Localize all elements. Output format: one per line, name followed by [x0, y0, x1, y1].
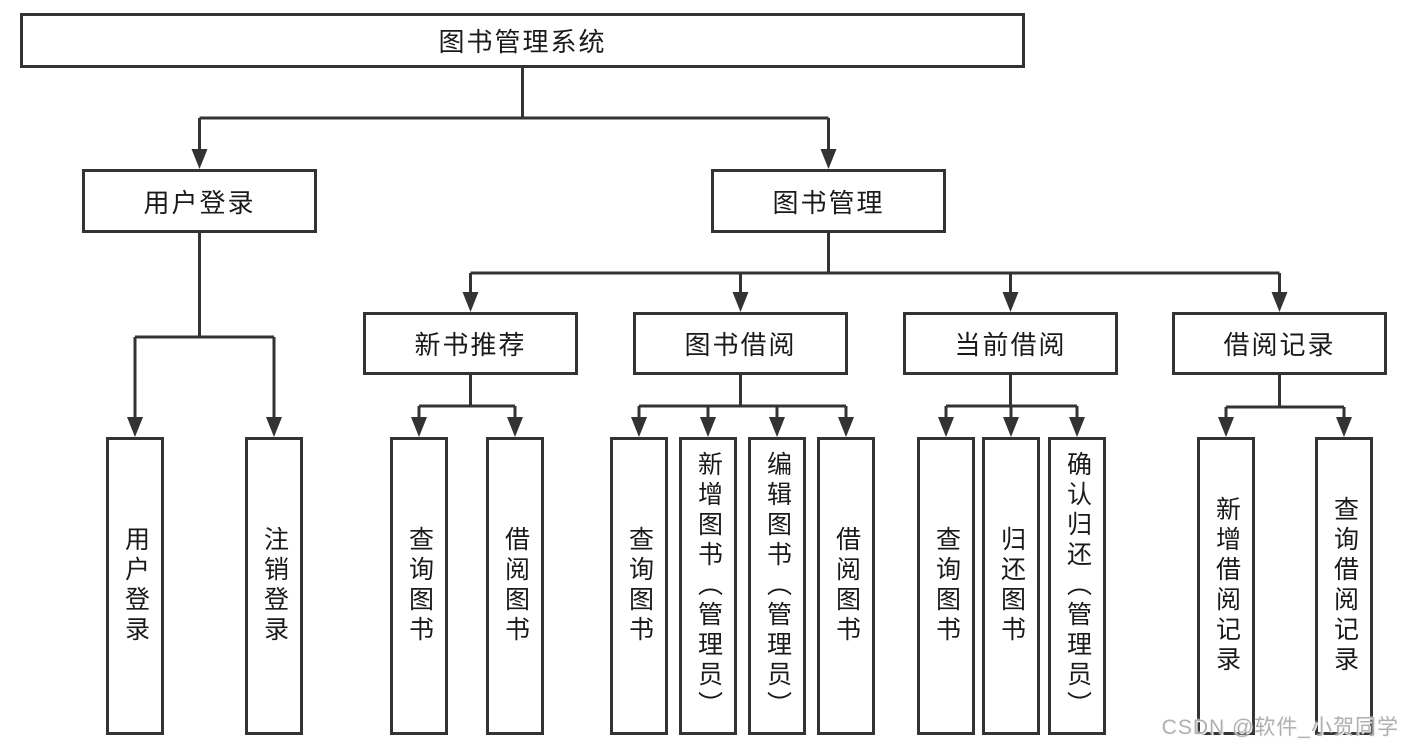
leaf-borrow-books-recommend-label: 借阅图书	[501, 526, 530, 646]
node-new-book-recommend-label: 新书推荐	[414, 330, 527, 360]
leaf-add-book-admin: 新增图书（管理员）	[679, 437, 737, 735]
leaf-query-books-recommend-label: 查询图书	[405, 526, 434, 646]
leaf-query-borrow-record: 查询借阅记录	[1315, 437, 1373, 735]
node-book-borrow-label: 图书借阅	[684, 330, 797, 360]
node-book-management: 图书管理	[711, 169, 946, 233]
node-user-login-label: 用户登录	[143, 187, 256, 218]
leaf-logout: 注销登录	[245, 437, 303, 735]
watermark: CSDN @软件_小贺同学	[1161, 716, 1399, 739]
node-current-borrow-label: 当前借阅	[954, 330, 1067, 360]
leaf-return-books-label: 归还图书	[997, 526, 1026, 646]
leaf-confirm-return-admin-label: 确认归还（管理员）	[1063, 451, 1092, 721]
leaf-query-books-borrow: 查询图书	[610, 437, 668, 735]
node-user-login: 用户登录	[82, 169, 317, 233]
node-root-label: 图书管理系统	[438, 27, 607, 57]
leaf-add-book-admin-label: 新增图书（管理员）	[694, 451, 723, 721]
leaf-borrow-books-recommend: 借阅图书	[486, 437, 544, 735]
node-borrow-records: 借阅记录	[1172, 312, 1387, 375]
node-book-borrow: 图书借阅	[633, 312, 848, 375]
leaf-query-borrow-record-label: 查询借阅记录	[1330, 496, 1359, 676]
leaf-edit-book-admin-label: 编辑图书（管理员）	[763, 451, 792, 721]
leaf-logout-label: 注销登录	[260, 526, 289, 646]
leaf-edit-book-admin: 编辑图书（管理员）	[748, 437, 806, 735]
leaf-query-books-current-label: 查询图书	[932, 526, 961, 646]
leaf-add-borrow-record-label: 新增借阅记录	[1212, 496, 1241, 676]
node-current-borrow: 当前借阅	[903, 312, 1118, 375]
node-new-book-recommend: 新书推荐	[363, 312, 578, 375]
leaf-query-books-borrow-label: 查询图书	[625, 526, 654, 646]
leaf-return-books: 归还图书	[982, 437, 1040, 735]
leaf-user-login: 用户登录	[106, 437, 164, 735]
leaf-add-borrow-record: 新增借阅记录	[1197, 437, 1255, 735]
leaf-query-books-current: 查询图书	[917, 437, 975, 735]
node-borrow-records-label: 借阅记录	[1223, 330, 1336, 360]
leaf-borrow-books: 借阅图书	[817, 437, 875, 735]
leaf-borrow-books-label: 借阅图书	[832, 526, 861, 646]
leaf-user-login-label: 用户登录	[121, 526, 150, 646]
leaf-query-books-recommend: 查询图书	[390, 437, 448, 735]
node-root: 图书管理系统	[20, 13, 1025, 68]
node-book-management-label: 图书管理	[772, 187, 885, 218]
leaf-confirm-return-admin: 确认归还（管理员）	[1048, 437, 1106, 735]
